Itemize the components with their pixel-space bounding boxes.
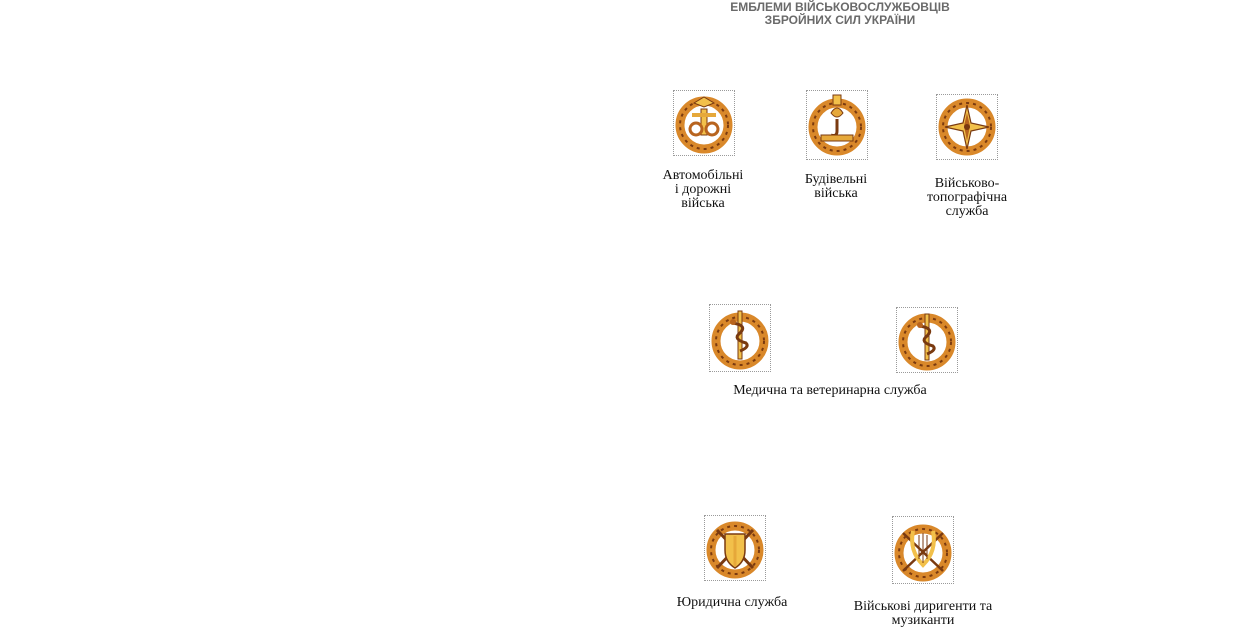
caption-military-music: Військові диригенти та музиканти (838, 600, 1008, 628)
caption-line: Автомобільні (662, 168, 744, 183)
caption-medical-veterinary-service: Медична та ветеринарна служба (733, 383, 927, 398)
caption-line: Військові диригенти та (853, 599, 993, 614)
medical-service-emblem-icon (709, 304, 771, 372)
military-music-emblem-icon (892, 516, 954, 584)
veterinary-service-emblem-icon (896, 307, 958, 373)
caption-line: і дорожні (674, 182, 732, 197)
caption-line: музиканти (891, 613, 955, 628)
topographic-service-emblem-icon (936, 94, 998, 160)
caption-line: служба (945, 204, 989, 219)
caption-construction-troops: Будівельні війська (776, 173, 896, 201)
legal-service-emblem-icon (704, 515, 766, 581)
caption-automobile-troops: Автомобільні і дорожні війська (643, 169, 763, 211)
caption-topographic-service: Військово- топографічна служба (907, 177, 1027, 219)
page-title: ЕМБЛЕМИ ВІЙСЬКОВОСЛУЖБОВЦІВ ЗБРОЙНИХ СИЛ… (700, 1, 980, 27)
caption-line: Будівельні (804, 172, 868, 187)
caption-line: топографічна (926, 190, 1008, 205)
title-line-2: ЗБРОЙНИХ СИЛ УКРАЇНИ (764, 13, 916, 27)
caption-line: Військово- (934, 176, 1000, 191)
title-line-1: ЕМБЛЕМИ ВІЙСЬКОВОСЛУЖБОВЦІВ (730, 0, 950, 14)
automobile-troops-emblem-icon (673, 90, 735, 156)
caption-line: війська (814, 186, 858, 201)
caption-legal-service: Юридична служба (676, 595, 788, 610)
caption-line: війська (681, 196, 725, 211)
construction-troops-emblem-icon (806, 90, 868, 160)
